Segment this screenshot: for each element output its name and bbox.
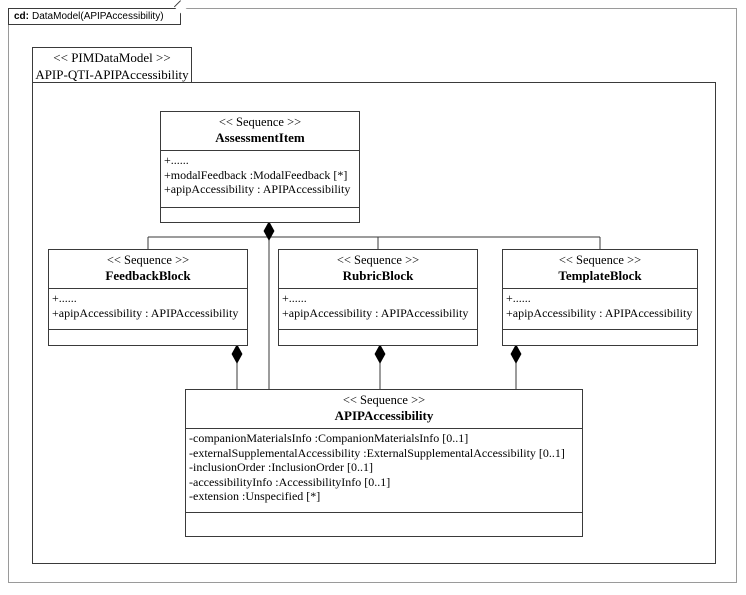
- class-operations: [161, 208, 359, 225]
- package-header: << PIMDataModel >> APIP-QTI-APIPAccessib…: [32, 47, 192, 83]
- class-templateblock[interactable]: << Sequence >> TemplateBlock +...... +ap…: [502, 249, 698, 346]
- class-name: AssessmentItem: [215, 130, 305, 145]
- class-attribute: -accessibilityInfo :AccessibilityInfo [0…: [189, 474, 391, 489]
- class-attribute: +apipAccessibility : APIPAccessibility: [506, 305, 693, 320]
- class-attribute: -inclusionOrder :InclusionOrder [0..1]: [189, 460, 373, 474]
- class-attribute: +......: [282, 291, 307, 305]
- class-attributes: +...... +apipAccessibility : APIPAccessi…: [279, 289, 477, 330]
- class-attribute: +apipAccessibility : APIPAccessibility: [164, 182, 351, 196]
- class-attribute: +......: [52, 291, 77, 305]
- class-attribute: +apipAccessibility : APIPAccessibility: [52, 305, 239, 320]
- class-stereotype: << Sequence >>: [558, 253, 642, 267]
- class-name: APIPAccessibility: [334, 408, 434, 423]
- class-stereotype: << Sequence >>: [336, 253, 420, 267]
- class-operations: [279, 330, 477, 348]
- class-stereotype: << Sequence >>: [342, 393, 426, 407]
- class-rubricblock[interactable]: << Sequence >> RubricBlock +...... +apip…: [278, 249, 478, 346]
- class-feedbackblock[interactable]: << Sequence >> FeedbackBlock +...... +ap…: [48, 249, 248, 346]
- class-attributes: +...... +modalFeedback :ModalFeedback [*…: [161, 151, 359, 208]
- class-header: << Sequence >> FeedbackBlock: [49, 250, 247, 289]
- class-attribute: +modalFeedback :ModalFeedback [*]: [164, 167, 348, 182]
- class-assessmentitem[interactable]: << Sequence >> AssessmentItem +...... +m…: [160, 111, 360, 223]
- class-attribute: +......: [164, 153, 189, 167]
- class-operations: [49, 330, 247, 348]
- class-attribute: -externalSupplementalAccessibility :Exte…: [189, 445, 565, 460]
- class-stereotype: << Sequence >>: [218, 115, 302, 129]
- class-attribute: +apipAccessibility : APIPAccessibility: [282, 305, 469, 320]
- package-stereotype: << PIMDataModel >>: [53, 50, 171, 65]
- class-attributes: -companionMaterialsInfo :CompanionMateri…: [186, 429, 582, 513]
- class-attribute: -extension :Unspecified [*]: [189, 489, 321, 503]
- class-attributes: +...... +apipAccessibility : APIPAccessi…: [503, 289, 697, 330]
- class-name: TemplateBlock: [558, 268, 642, 283]
- class-attribute: +......: [506, 291, 531, 305]
- class-operations: [186, 513, 582, 537]
- package-name: APIP-QTI-APIPAccessibility: [35, 67, 189, 82]
- class-header: << Sequence >> AssessmentItem: [161, 112, 359, 151]
- diagram-title-label: DataModel(APIPAccessibility): [32, 10, 164, 22]
- class-header: << Sequence >> TemplateBlock: [503, 250, 697, 289]
- diagram-frame-tab: cd: DataModel(APIPAccessibility): [8, 8, 181, 25]
- diagram-kind-label: cd:: [14, 10, 29, 22]
- class-name: RubricBlock: [342, 268, 414, 283]
- class-attributes: +...... +apipAccessibility : APIPAccessi…: [49, 289, 247, 330]
- class-stereotype: << Sequence >>: [106, 253, 190, 267]
- class-attribute: -companionMaterialsInfo :CompanionMateri…: [189, 431, 469, 445]
- class-name: FeedbackBlock: [105, 268, 191, 283]
- class-header: << Sequence >> APIPAccessibility: [186, 390, 582, 429]
- class-apipaccessibility[interactable]: << Sequence >> APIPAccessibility -compan…: [185, 389, 583, 537]
- class-header: << Sequence >> RubricBlock: [279, 250, 477, 289]
- class-operations: [503, 330, 697, 348]
